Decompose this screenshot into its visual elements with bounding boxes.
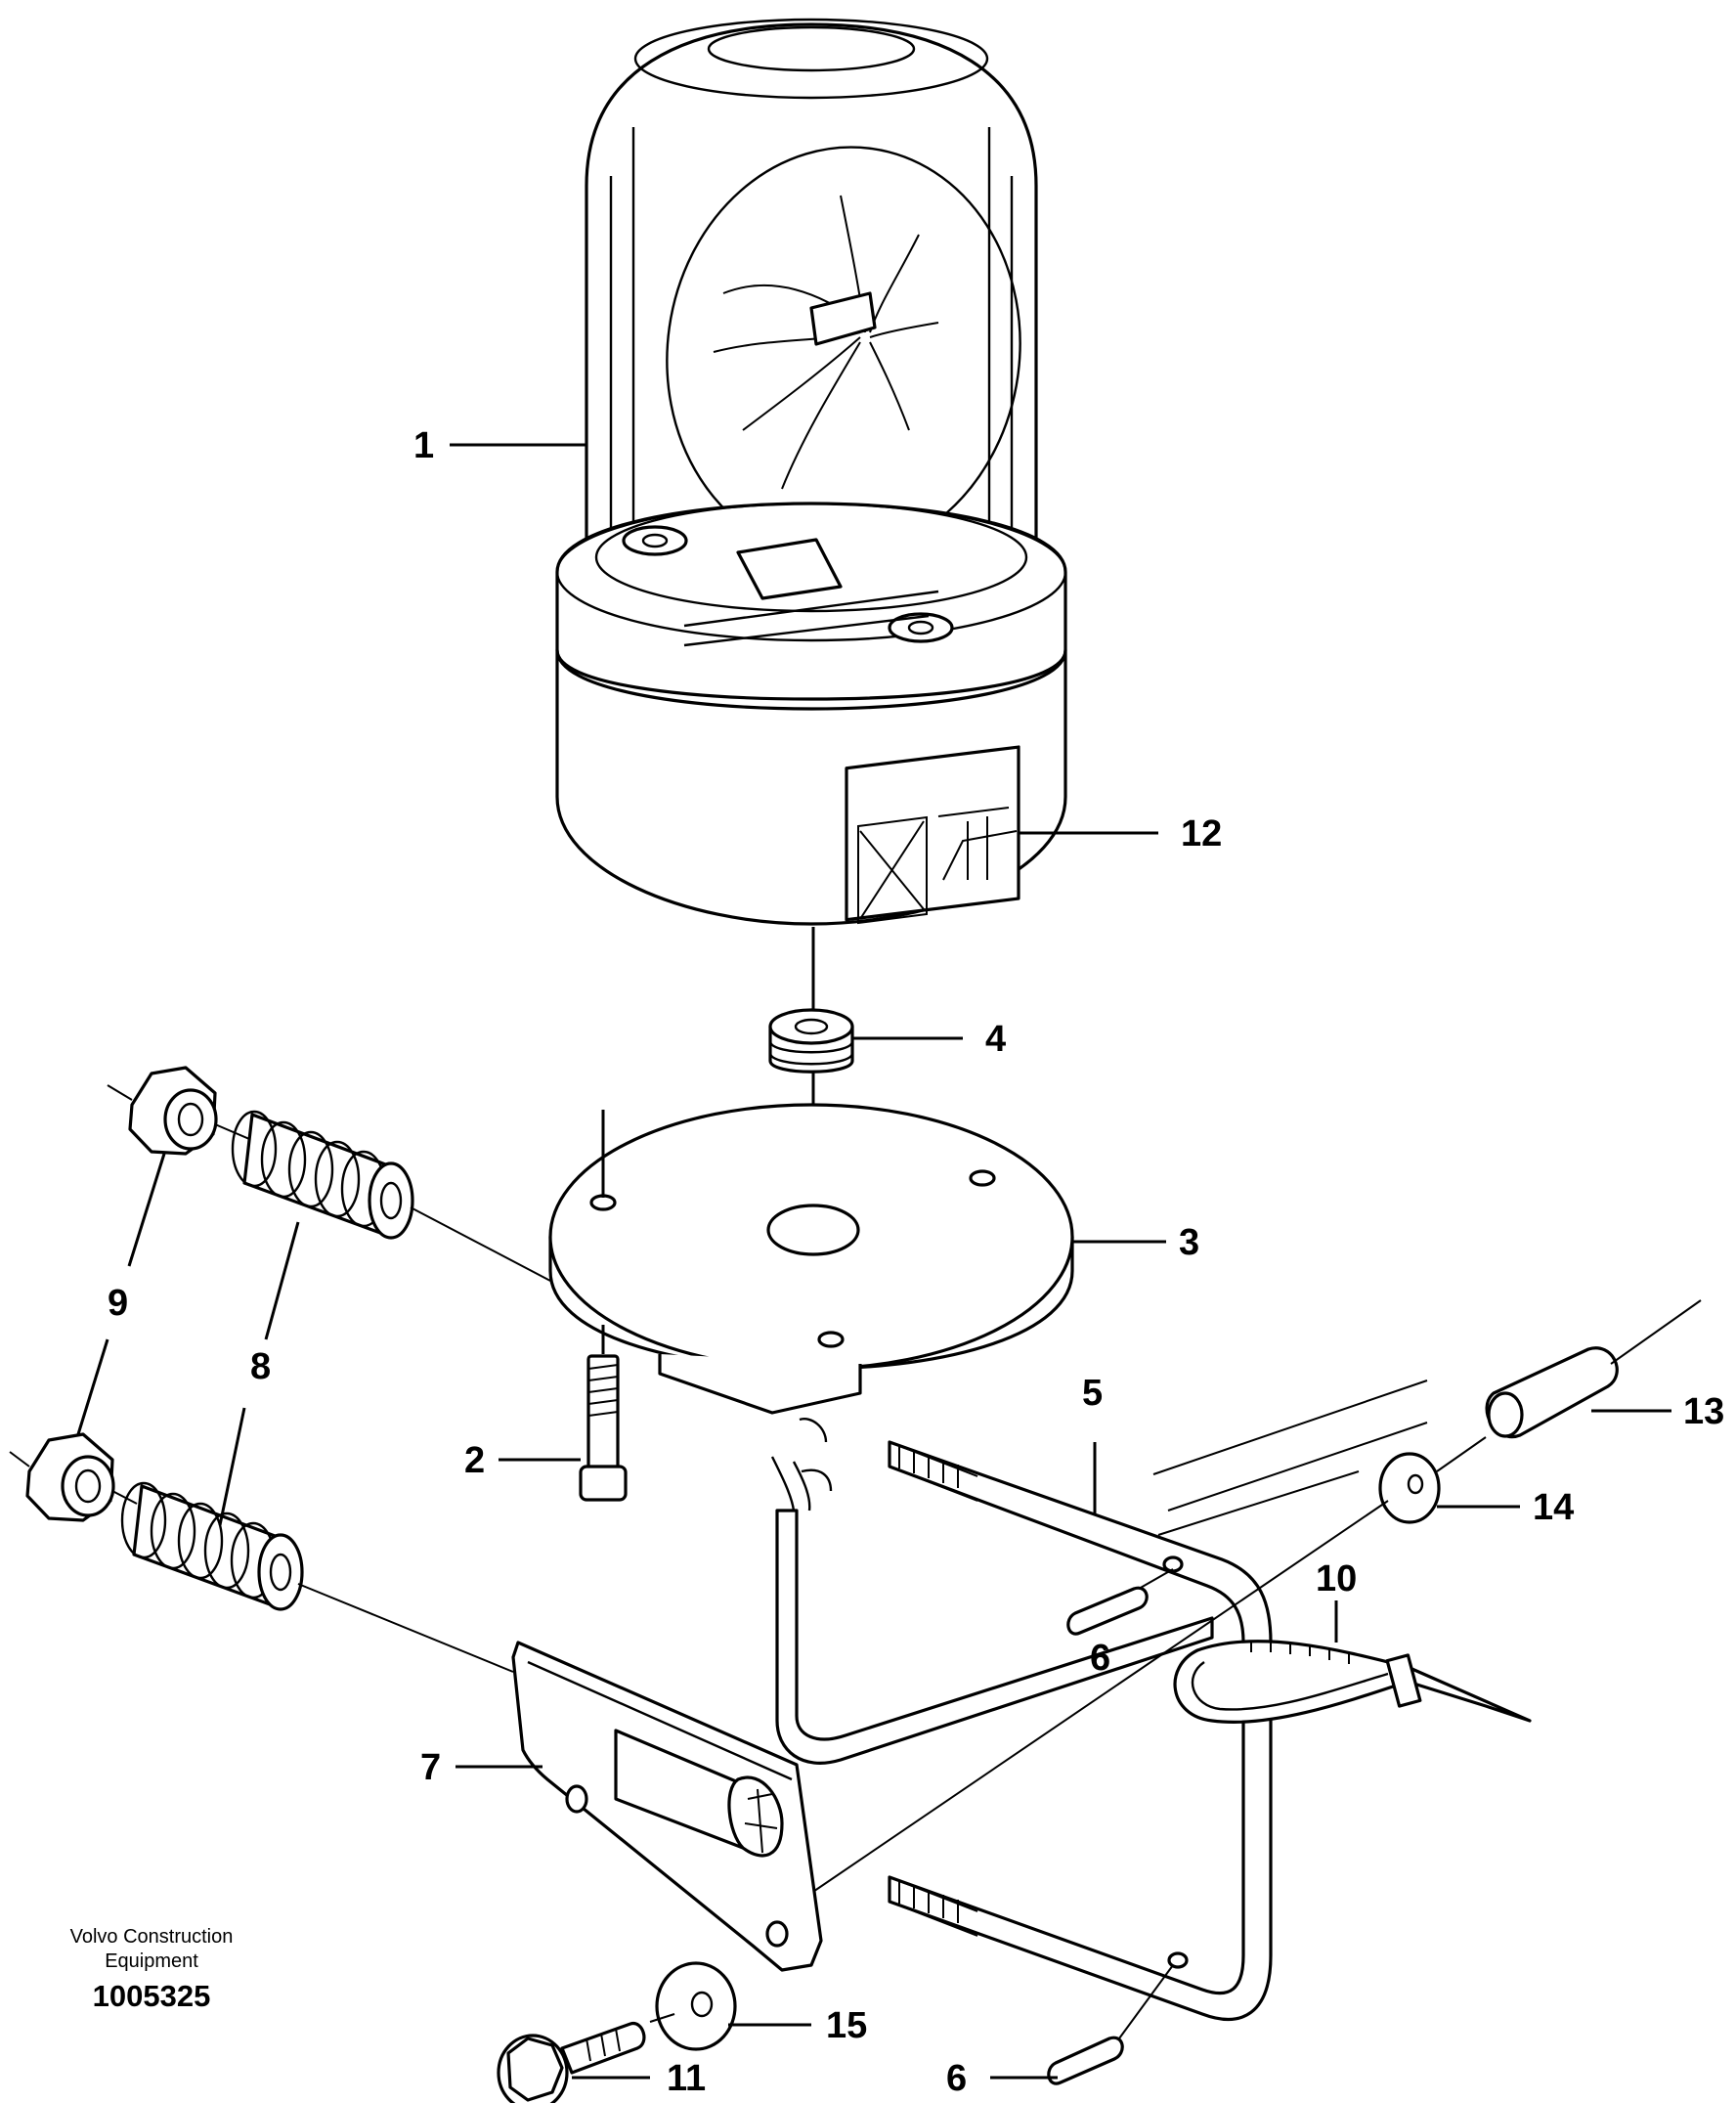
callout-12: 12	[1181, 813, 1222, 854]
spring-lower	[120, 1481, 304, 1611]
beacon-lamp	[555, 18, 1067, 926]
credit-company-line1: Volvo Construction	[70, 1926, 234, 1948]
callout-10: 10	[1316, 1558, 1357, 1599]
axis-line-bolt	[649, 2013, 675, 2023]
callout-11: 11	[667, 2058, 706, 2099]
washer-lower	[655, 1961, 737, 2051]
axis-line-washer-upper	[1436, 1436, 1487, 1472]
axis-line-lower-assembly	[297, 1583, 514, 1673]
lock-nut-upper	[128, 1066, 218, 1156]
callout-14: 14	[1533, 1487, 1574, 1528]
grommet	[768, 1008, 854, 1073]
roll-pin-lower	[1047, 2036, 1124, 2085]
mount-rails	[1152, 1380, 1428, 1536]
callout-2: 2	[464, 1440, 485, 1481]
callout-6-lower: 6	[946, 2058, 967, 2099]
callout-9: 9	[108, 1283, 128, 1324]
leader-line-9b	[76, 1338, 109, 1435]
callout-8: 8	[250, 1346, 271, 1387]
power-cable	[770, 1418, 1214, 1765]
credit-company-line2: Equipment	[105, 1950, 198, 1972]
lock-nut-lower	[25, 1432, 115, 1522]
axis-line-upper-assembly	[410, 1206, 551, 1282]
axis-line-nut-upper	[107, 1084, 133, 1101]
axis-line-spring-upper	[214, 1123, 250, 1140]
axis-line-pin-upper	[1138, 1568, 1174, 1590]
sleeve	[1485, 1346, 1619, 1439]
callout-5: 5	[1082, 1373, 1103, 1414]
callout-3: 3	[1179, 1222, 1199, 1263]
spring-upper	[231, 1110, 414, 1240]
leader-line-9a	[127, 1153, 166, 1267]
drawing-number: 1005325	[93, 1979, 211, 2013]
mounting-plate	[548, 1103, 1074, 1415]
axis-line-nut-lower	[9, 1451, 30, 1468]
leader-line-8a	[264, 1221, 300, 1340]
flange-bolt	[497, 2022, 646, 2103]
callout-6-upper: 6	[1090, 1638, 1110, 1679]
leader-line-8b	[218, 1407, 246, 1526]
axis-line-sleeve	[1610, 1299, 1702, 1365]
callout-7: 7	[420, 1747, 441, 1788]
u-bolt	[888, 1440, 1273, 2021]
screw	[579, 1354, 628, 1502]
axis-line-pin-lower	[1118, 1964, 1174, 2039]
callout-13: 13	[1683, 1391, 1724, 1432]
callout-1: 1	[413, 425, 434, 466]
axis-line-spring-lower	[111, 1490, 138, 1505]
cable-tie	[1173, 1640, 1532, 1724]
callout-4: 4	[985, 1019, 1006, 1060]
roll-pin-upper	[1066, 1586, 1149, 1636]
washer-upper	[1378, 1452, 1441, 1524]
clamp-plate	[511, 1641, 823, 1972]
callout-15: 15	[826, 2005, 867, 2046]
axis-line-long-diagonal	[776, 1500, 1389, 1917]
